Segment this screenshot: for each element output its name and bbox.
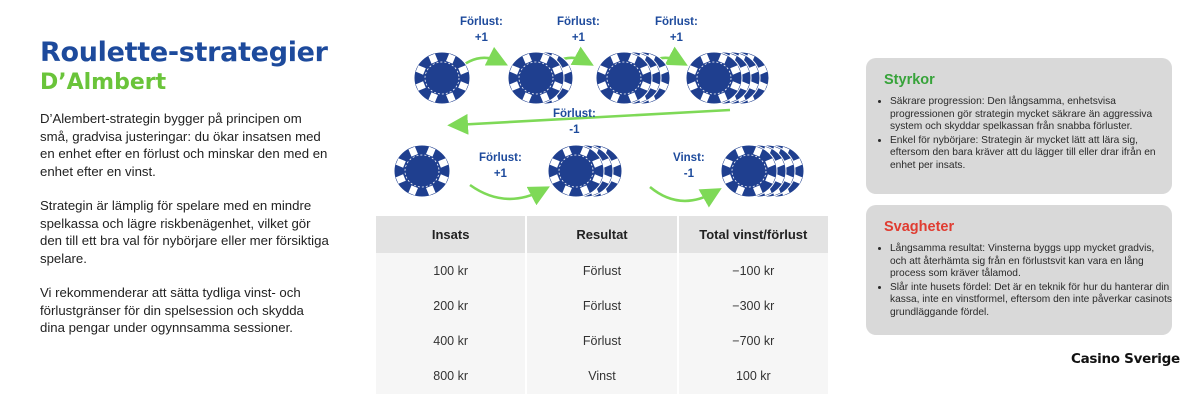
list-item: Säkrare progression: Den långsamma, enhe… — [890, 96, 1172, 134]
result-cell: Förlust — [527, 253, 679, 289]
intro-section: Roulette-strategier D’Almbert D’Alembert… — [40, 38, 330, 337]
total-cell: −300 kr — [732, 298, 775, 313]
column-header-stake: Insats — [376, 216, 528, 253]
brand-logo: Casino Sverige — [1071, 351, 1180, 367]
strengths-title: Styrkor — [884, 72, 935, 88]
chip-stack-2 — [507, 51, 574, 105]
chip-stack-6 — [547, 144, 623, 198]
total-cell: 100 kr — [735, 369, 771, 384]
arrow-6 — [649, 186, 722, 208]
suitability-paragraph: Strategin är lämplig för spelare med en … — [40, 198, 329, 266]
column-header-total: Total vinst/förlust — [699, 227, 808, 242]
chip-stack-5 — [393, 144, 451, 198]
chip-stack-4 — [685, 51, 770, 105]
chip-stack-1 — [413, 51, 471, 105]
table-row: 100 kr Förlust −100 kr — [376, 253, 828, 289]
weaknesses-panel: Svagheter Långsamma resultat: Vinsterna … — [866, 205, 1172, 335]
table-header: Insats Resultat Total vinst/förlust — [376, 216, 828, 253]
table-row: 400 kr Förlust −700 kr — [376, 323, 828, 359]
weaknesses-title: Svagheter — [884, 219, 955, 235]
stake-cell: 200 kr — [376, 288, 528, 324]
step-label-6: Vinst:-1 — [673, 152, 705, 180]
result-cell: Förlust — [527, 323, 679, 359]
stake-cell: 800 kr — [376, 358, 528, 394]
chip-stack-3 — [595, 51, 671, 105]
step-label-2: Förlust:+1 — [557, 16, 600, 44]
total-cell: −700 kr — [732, 333, 775, 348]
bet-table: Insats Resultat Total vinst/förlust 100 … — [376, 216, 828, 394]
recommendation-paragraph: Vi rekommenderar att sätta tydliga vinst… — [40, 285, 304, 335]
page-title: Roulette-strategier — [40, 37, 328, 68]
result-cell: Vinst — [527, 358, 679, 394]
list-item: Enkel för nybörjare: Strategin är mycket… — [890, 135, 1172, 173]
weaknesses-list: Långsamma resultat: Vinsterna byggs upp … — [874, 243, 1172, 321]
list-item: Långsamma resultat: Vinsterna byggs upp … — [890, 243, 1172, 281]
column-header-result: Resultat — [527, 216, 679, 253]
page-subtitle: D’Almbert — [40, 70, 167, 95]
step-label-1: Förlust:+1 — [460, 16, 503, 44]
arrow-5 — [469, 183, 550, 206]
strengths-list: Säkrare progression: Den långsamma, enhe… — [874, 96, 1172, 174]
list-item: Slår inte husets fördel: Det är en tekni… — [890, 282, 1172, 320]
table-row: 800 kr Vinst 100 kr — [376, 358, 828, 394]
total-cell: −100 kr — [732, 263, 775, 278]
strengths-panel: Styrkor Säkrare progression: Den långsam… — [866, 58, 1172, 194]
arrow-4 — [447, 108, 731, 135]
step-label-3: Förlust:+1 — [655, 16, 698, 44]
table-row: 200 kr Förlust −300 kr — [376, 288, 828, 324]
chip-stack-7 — [720, 144, 805, 198]
stake-cell: 400 kr — [376, 323, 528, 359]
result-cell: Förlust — [527, 288, 679, 324]
stake-cell: 100 kr — [376, 253, 528, 289]
step-label-5: Förlust:+1 — [479, 152, 522, 180]
step-label-4: Förlust:-1 — [553, 108, 596, 136]
progression-diagram: Förlust:+1 Förlust:+1 Förlust:+1 Förlust… — [375, 0, 835, 215]
intro-paragraph: D’Alembert-strategin bygger på principen… — [40, 111, 328, 179]
